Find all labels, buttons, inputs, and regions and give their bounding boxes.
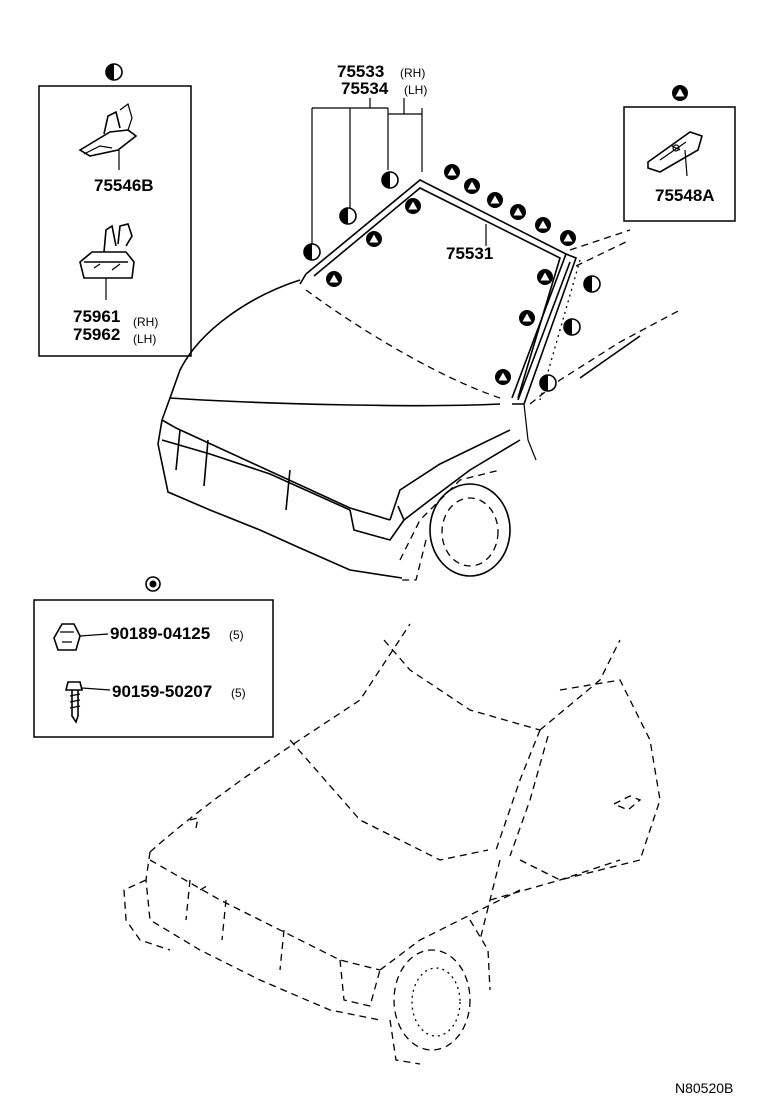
svg-text:(RH): (RH) — [400, 66, 425, 80]
half-circle-icon — [105, 63, 123, 81]
right-parts-box — [623, 85, 736, 222]
clip-75961-drawing — [79, 223, 135, 300]
svg-text:(LH): (LH) — [133, 332, 156, 346]
clip-75546b-drawing — [78, 102, 138, 170]
half-circle-icon — [563, 318, 581, 336]
drawing-code: N80520B — [675, 1080, 733, 1096]
triangle-circle-icon — [560, 230, 576, 246]
lower-car-drawing — [123, 623, 661, 1065]
half-circle-icon — [539, 374, 557, 392]
svg-text:75533: 75533 — [337, 62, 384, 81]
triangle-circle-icon — [326, 271, 342, 287]
half-circle-icon — [303, 243, 321, 261]
label-75962: 75962 (LH) — [73, 325, 156, 346]
triangle-circle-icon — [537, 269, 553, 285]
label-90159: 90159-50207 (5) — [112, 682, 246, 701]
svg-text:75546B: 75546B — [94, 176, 154, 195]
triangle-circle-icon — [464, 178, 480, 194]
svg-text:75531: 75531 — [446, 244, 493, 263]
svg-text:75548A: 75548A — [655, 186, 715, 205]
upper-car-drawing — [157, 98, 681, 581]
clip-75548a-drawing — [647, 131, 703, 177]
screw-90159-drawing — [64, 681, 111, 724]
triangle-circle-icon — [444, 164, 460, 180]
left-parts-box — [38, 63, 192, 357]
triangle-circle-icon — [366, 231, 382, 247]
triangle-circle-icon — [495, 369, 511, 385]
svg-text:(RH): (RH) — [133, 315, 158, 329]
label-75534: 75534 (LH) — [341, 79, 427, 98]
label-75548a: 75548A — [655, 186, 715, 205]
double-circle-icon — [145, 576, 161, 592]
half-circle-icon — [339, 207, 357, 225]
triangle-circle-icon — [672, 85, 688, 101]
svg-text:75962: 75962 — [73, 325, 120, 344]
svg-text:(5): (5) — [229, 628, 244, 642]
triangle-circle-icon — [535, 217, 551, 233]
svg-text:(LH): (LH) — [404, 83, 427, 97]
triangle-circle-icon — [519, 310, 535, 326]
triangle-circle-icon — [405, 198, 421, 214]
half-circle-icon — [583, 275, 601, 293]
label-75531: 75531 — [446, 244, 493, 263]
triangle-circle-icon — [487, 192, 503, 208]
label-75546b: 75546B — [94, 176, 154, 195]
triangle-circle-icon — [510, 204, 526, 220]
svg-text:75961: 75961 — [73, 307, 120, 326]
label-75961: 75961 (RH) — [73, 307, 158, 329]
windshield-clip-symbols — [303, 164, 601, 392]
label-75533: 75533 (RH) — [337, 62, 425, 81]
svg-text:90189-04125: 90189-04125 — [110, 624, 210, 643]
svg-text:90159-50207: 90159-50207 — [112, 682, 212, 701]
svg-text:75534: 75534 — [341, 79, 389, 98]
half-circle-icon — [381, 171, 399, 189]
svg-text:(5): (5) — [231, 686, 246, 700]
nut-90189-drawing — [53, 623, 109, 651]
label-90189: 90189-04125 (5) — [110, 624, 244, 643]
fastener-box — [33, 576, 274, 738]
